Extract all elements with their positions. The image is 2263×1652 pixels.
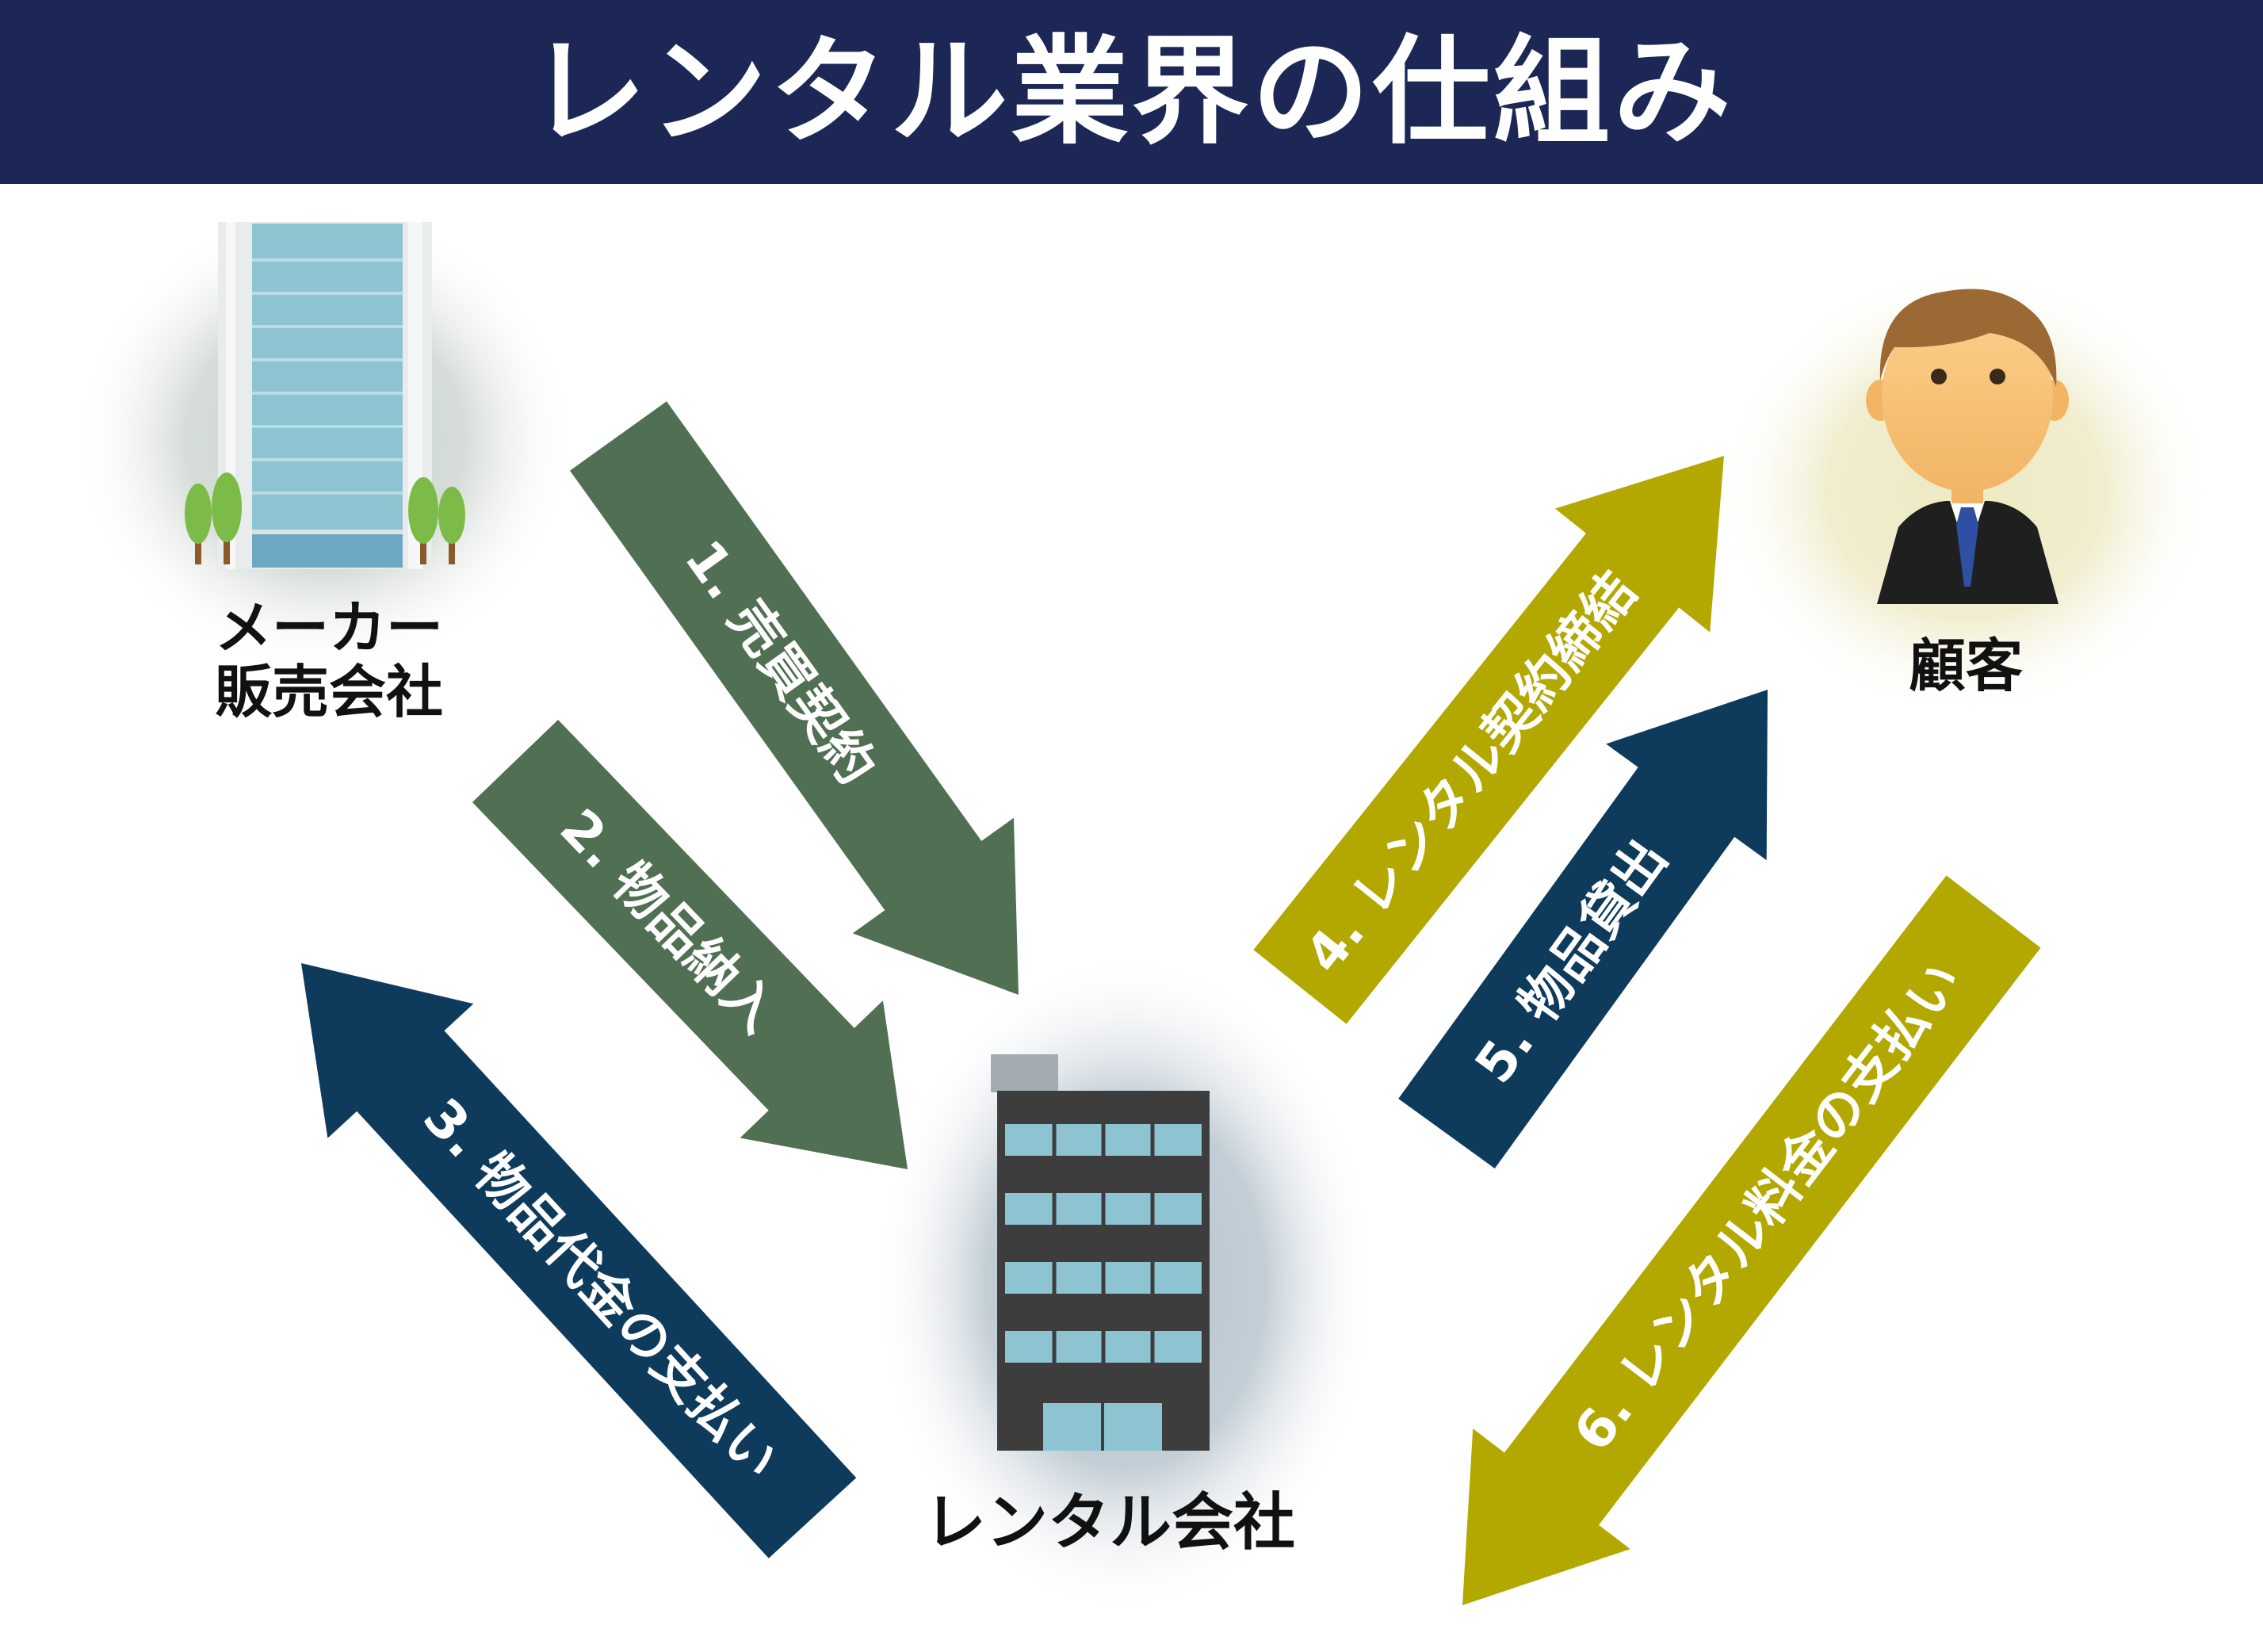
arrow-rental-contract xyxy=(1253,456,1724,1024)
arrow-rental-fee-payment xyxy=(1462,875,2041,1605)
arrow-rental-fee-payment-label: 6. レンタル料金の支払い xyxy=(1562,950,1974,1462)
maker-label-line2: 販売会社 xyxy=(214,658,443,725)
arrow-goods-payment xyxy=(301,963,857,1558)
maker-label-line1: メーカー xyxy=(214,595,443,661)
tree-icon-left xyxy=(185,472,242,564)
header-bar: レンタル業界の仕組み xyxy=(0,0,2263,184)
maker-label: メーカー 販売会社 xyxy=(170,596,487,724)
arrow-sales-contract xyxy=(570,401,1019,995)
arrow-goods-delivery-label: 2. 物品納入 xyxy=(549,797,789,1044)
rental-label-text: レンタル会社 xyxy=(923,1487,1295,1558)
arrow-goods-payment-label: 3. 物品代金の支払い xyxy=(411,1087,790,1491)
arrow-goods-delivery xyxy=(472,720,908,1169)
page-title: レンタル業界の仕組み xyxy=(529,24,1734,160)
arrow-goods-lending xyxy=(1398,690,1768,1168)
office-building-icon xyxy=(991,1054,1210,1451)
businessman-icon xyxy=(1866,289,2069,604)
customer-label-text: 顧客 xyxy=(1908,633,2023,699)
rental-label: レンタル会社 xyxy=(864,1487,1355,1558)
office-tower-icon xyxy=(218,222,432,569)
customer-label: 顧客 xyxy=(1847,634,2085,698)
tree-icon-right xyxy=(408,477,465,564)
